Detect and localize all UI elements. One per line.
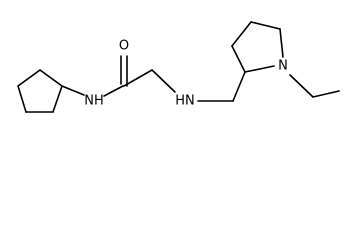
cyclopentyl-ring: [17, 69, 63, 113]
bond-cp4: [17, 85, 27, 113]
pyrrolidine-ring: [231, 21, 284, 73]
bond-ch2-ring: [232, 71, 246, 102]
bond-cp-nh: [61, 85, 85, 96]
amide-nh-label: NH: [84, 94, 104, 109]
ring-n-label: N: [278, 59, 288, 74]
skeletal-formula: NH O HN N: [17, 21, 340, 113]
bond-ch2-hn: [151, 69, 176, 93]
bond-pr3: [250, 21, 281, 30]
bond-cp5: [17, 69, 41, 87]
bond-pr4: [279, 28, 284, 58]
oxygen-label: O: [119, 39, 129, 54]
bond-n-ethyl: [289, 74, 314, 98]
bond-nh-carbonyl: [103, 85, 124, 97]
bond-pr5: [244, 65, 275, 73]
bond-ethyl-ch3: [312, 90, 340, 98]
bond-cp2: [52, 85, 63, 113]
bond-cp1: [39, 69, 63, 87]
amine-hn-label: HN: [175, 94, 195, 109]
bond-pr2: [231, 21, 252, 47]
bond-pr1: [231, 45, 246, 73]
bond-carbonyl-ch2: [123, 69, 153, 87]
